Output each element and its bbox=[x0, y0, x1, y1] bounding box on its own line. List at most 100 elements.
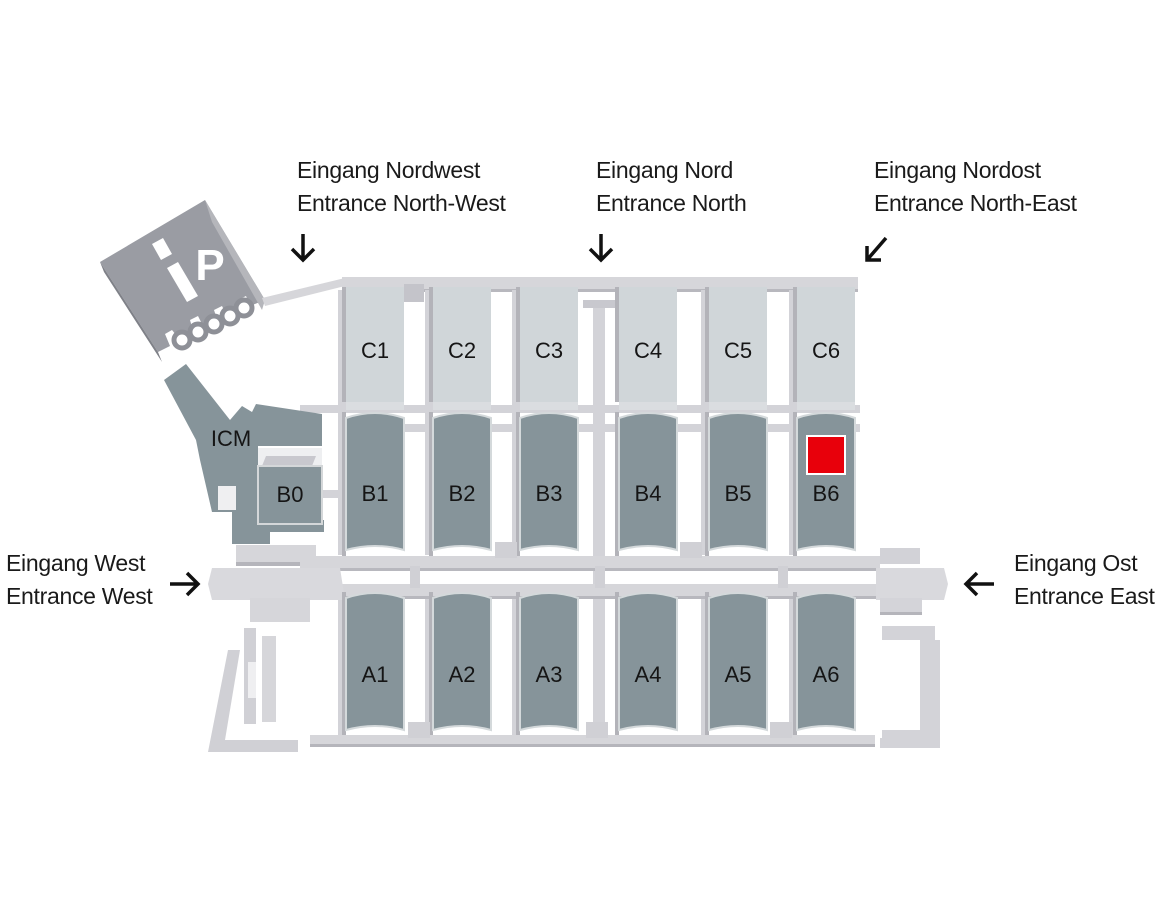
hall-base bbox=[346, 402, 404, 410]
hall-a3-label: A3 bbox=[536, 662, 563, 687]
entrance-east-en: Entrance East bbox=[1014, 583, 1155, 609]
hall-base bbox=[520, 402, 578, 410]
hall-a5[interactable]: A5 bbox=[705, 592, 768, 736]
hall-b0-label: B0 bbox=[277, 482, 304, 507]
hall-c1[interactable]: C1 bbox=[342, 287, 404, 410]
hall-c2[interactable]: C2 bbox=[429, 287, 491, 410]
hall-shadow bbox=[793, 287, 797, 402]
hall-b6[interactable]: B6 bbox=[793, 412, 856, 556]
hall-shadow bbox=[516, 287, 520, 402]
entrance-west-label: Eingang West Entrance West bbox=[6, 547, 153, 613]
hall-shadow bbox=[705, 412, 709, 556]
icm-building[interactable]: ICM bbox=[164, 364, 324, 544]
hall-c3[interactable]: C3 bbox=[516, 287, 578, 410]
hall-shape bbox=[796, 592, 856, 732]
entrance-east-de: Eingang Ost bbox=[1014, 550, 1138, 576]
hall-shadow bbox=[615, 412, 619, 556]
hall-shadow bbox=[705, 287, 709, 402]
entrance-west-de: Eingang West bbox=[6, 550, 146, 576]
hall-a3[interactable]: A3 bbox=[516, 592, 579, 736]
central-corridor bbox=[208, 545, 948, 622]
hall-a6-label: A6 bbox=[813, 662, 840, 687]
hall-base bbox=[619, 402, 677, 410]
entrance-north-de: Eingang Nord bbox=[596, 157, 734, 183]
hall-shadow bbox=[429, 287, 433, 402]
icm-label: ICM bbox=[211, 426, 251, 451]
hall-shape bbox=[519, 592, 579, 732]
hall-shape bbox=[708, 412, 768, 552]
hall-c6[interactable]: C6 bbox=[793, 287, 855, 410]
hall-shape bbox=[345, 412, 405, 552]
info-icon bbox=[152, 238, 198, 302]
hall-shape bbox=[345, 592, 405, 732]
hall-c5-label: C5 bbox=[724, 338, 752, 363]
parking-garage[interactable]: P bbox=[100, 200, 345, 362]
hall-c1-label: C1 bbox=[361, 338, 389, 363]
hall-c5[interactable]: C5 bbox=[705, 287, 767, 410]
hall-shape bbox=[618, 592, 678, 732]
arrow-down-left-icon bbox=[865, 236, 888, 262]
entrance-north-west-de: Eingang Nordwest bbox=[297, 157, 481, 183]
hall-b3[interactable]: B3 bbox=[516, 412, 579, 556]
hall-base bbox=[709, 402, 767, 410]
entrance-north-west-en: Entrance North-West bbox=[297, 190, 506, 216]
entrance-north-east-label: Eingang Nordost Entrance North-East bbox=[874, 154, 1077, 220]
entrance-west-en: Entrance West bbox=[6, 583, 153, 609]
highlight-marker-b6 bbox=[806, 435, 846, 475]
hall-a2-label: A2 bbox=[449, 662, 476, 687]
hall-shadow bbox=[342, 412, 346, 556]
hall-b2[interactable]: B2 bbox=[429, 412, 492, 556]
hall-shape bbox=[346, 287, 404, 402]
hall-shadow bbox=[793, 592, 797, 736]
hall-c4-label: C4 bbox=[634, 338, 662, 363]
hall-shape bbox=[619, 287, 677, 402]
arrow-left-icon bbox=[963, 571, 994, 597]
entrance-north-east-de: Eingang Nordost bbox=[874, 157, 1041, 183]
hall-shadow bbox=[516, 592, 520, 736]
hall-c6-label: C6 bbox=[812, 338, 840, 363]
south-corridor bbox=[310, 542, 875, 747]
hall-b5[interactable]: B5 bbox=[705, 412, 768, 556]
hall-c3-label: C3 bbox=[535, 338, 563, 363]
hall-a1[interactable]: A1 bbox=[342, 592, 405, 736]
hall-row-b: B1 B2 B3 B4 B5 B6 bbox=[342, 412, 856, 556]
hall-shape bbox=[708, 592, 768, 732]
hall-b5-label: B5 bbox=[725, 481, 752, 506]
hall-c4[interactable]: C4 bbox=[615, 287, 677, 410]
hall-c2-label: C2 bbox=[448, 338, 476, 363]
entrance-east-label: Eingang Ost Entrance East bbox=[1014, 547, 1155, 613]
hall-shape bbox=[519, 412, 579, 552]
hall-row-a: A1 A2 A3 A4 A5 A6 bbox=[342, 592, 856, 736]
hall-shape bbox=[432, 412, 492, 552]
hall-b3-label: B3 bbox=[536, 481, 563, 506]
hall-b1-label: B1 bbox=[362, 481, 389, 506]
hall-shape bbox=[433, 287, 491, 402]
hall-shadow bbox=[342, 592, 346, 736]
hall-b1[interactable]: B1 bbox=[342, 412, 405, 556]
hall-b6-label: B6 bbox=[813, 481, 840, 506]
hall-b0[interactable]: B0 bbox=[257, 465, 323, 525]
hall-row-c: C1 C2 C3 C4 C5 C6 bbox=[342, 287, 855, 410]
hall-shadow bbox=[615, 287, 619, 402]
hall-shape bbox=[520, 287, 578, 402]
hall-base bbox=[433, 402, 491, 410]
hall-a2[interactable]: A2 bbox=[429, 592, 492, 736]
entrance-north-east-en: Entrance North-East bbox=[874, 190, 1077, 216]
hall-a5-label: A5 bbox=[725, 662, 752, 687]
hall-a6[interactable]: A6 bbox=[793, 592, 856, 736]
southeast-structure bbox=[880, 626, 940, 748]
hall-shape bbox=[709, 287, 767, 402]
hall-base bbox=[797, 402, 855, 410]
hall-b4[interactable]: B4 bbox=[615, 412, 678, 556]
hall-shadow bbox=[342, 287, 346, 402]
arrow-down-icon bbox=[588, 234, 614, 263]
hall-shadow bbox=[793, 412, 797, 556]
hall-shadow bbox=[429, 412, 433, 556]
parking-symbol: P bbox=[195, 241, 224, 290]
hall-a4[interactable]: A4 bbox=[615, 592, 678, 736]
arrow-down-icon bbox=[290, 234, 316, 263]
hall-a1-label: A1 bbox=[362, 662, 389, 687]
entrance-north-west-label: Eingang Nordwest Entrance North-West bbox=[297, 154, 506, 220]
entrance-north-label: Eingang Nord Entrance North bbox=[596, 154, 747, 220]
